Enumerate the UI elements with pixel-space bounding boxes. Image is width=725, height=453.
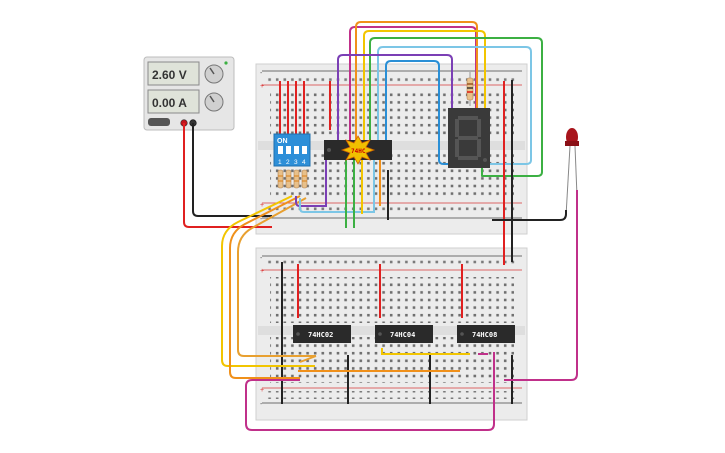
chip-74hc02[interactable]: 74HC02 <box>293 325 351 343</box>
power-rail-holes <box>266 206 518 214</box>
wire-purple-top[interactable] <box>337 54 453 145</box>
power-rail-holes <box>266 259 518 267</box>
dip-position-label: 4 <box>302 159 306 166</box>
input-wires[interactable] <box>221 145 381 379</box>
ground-jumpers[interactable] <box>281 80 522 404</box>
wire-yellow-input[interactable] <box>221 195 315 367</box>
dip-toggle-4[interactable] <box>302 146 307 154</box>
power-rail-holes <box>266 74 518 82</box>
wire-orange-input[interactable] <box>229 195 301 379</box>
display-segments <box>455 116 487 162</box>
wire-yellow-top[interactable] <box>363 30 486 145</box>
dip-position-label: 1 <box>278 159 282 166</box>
display-resistor[interactable] <box>466 72 474 106</box>
dip-toggle-2[interactable] <box>286 146 291 154</box>
breadboard-holes <box>270 337 514 383</box>
resistor[interactable] <box>277 169 284 189</box>
dip-position-label: 2 <box>286 159 290 166</box>
nor-gate-label: 74HC02 <box>308 331 333 339</box>
voltage-display <box>147 61 200 86</box>
top-chip-label: 74HC <box>351 148 366 155</box>
wire-orange-input-2[interactable] <box>237 197 316 357</box>
pulldown-resistors[interactable] <box>277 169 308 189</box>
dip-switch-label: ON <box>277 138 288 145</box>
dip-toggle-3[interactable] <box>294 146 299 154</box>
wire-magenta-top[interactable] <box>349 26 477 145</box>
wire-yellow-logic[interactable] <box>381 348 470 355</box>
power-supply[interactable]: 2.60 V 0.00 A <box>143 56 235 131</box>
resistor[interactable] <box>293 169 300 189</box>
wire-psu-positive[interactable] <box>183 123 272 228</box>
dip-switch[interactable]: ON 1 2 3 4 <box>273 133 311 167</box>
wire-psu-negative[interactable] <box>192 123 272 217</box>
decoder-chip[interactable]: 74HC <box>324 135 392 165</box>
svg-text:-: - <box>260 70 263 77</box>
svg-text:+: + <box>260 387 264 394</box>
power-switch[interactable] <box>148 118 170 126</box>
resistor[interactable] <box>301 169 308 189</box>
svg-text:+: + <box>260 268 264 275</box>
wire-led-signal[interactable] <box>504 190 578 381</box>
not-gate-label: 74HC04 <box>390 331 415 339</box>
wire-lightblue-dip[interactable] <box>299 160 375 213</box>
wire-green-top[interactable] <box>369 37 543 177</box>
dip-position-label: 3 <box>294 159 298 166</box>
current-readout: 0.00 A <box>152 96 187 110</box>
svg-text:+: + <box>260 83 264 90</box>
svg-text:-: - <box>260 216 263 223</box>
rail-jumpers-red[interactable] <box>279 81 505 318</box>
wire-orange-top[interactable] <box>355 21 478 145</box>
seven-segment-display[interactable] <box>448 108 490 168</box>
logic-wires[interactable] <box>245 348 495 431</box>
wire-blue-top[interactable] <box>385 60 452 165</box>
wire-led-ground[interactable] <box>492 210 567 221</box>
power-rail-holes <box>266 391 518 399</box>
voltage-readout: 2.60 V <box>152 68 187 82</box>
cv-indicator-icon <box>224 61 228 65</box>
wire-magenta-loop[interactable] <box>245 352 495 431</box>
led-red[interactable] <box>565 128 579 217</box>
warning-burst-icon <box>340 135 376 165</box>
chip-74hc04[interactable]: 74HC04 <box>375 325 433 343</box>
breadboard-holes <box>270 277 514 323</box>
svg-text:-: - <box>260 255 263 262</box>
wire-lightblue-top[interactable] <box>377 46 532 165</box>
and-gate-label: 74HC08 <box>472 331 497 339</box>
resistor[interactable] <box>285 169 292 189</box>
chip-74hc08[interactable]: 74HC08 <box>457 325 515 343</box>
data-wires[interactable] <box>337 21 543 177</box>
current-display <box>147 89 200 114</box>
svg-text:+: + <box>260 202 264 209</box>
dip-toggle-1[interactable] <box>278 146 283 154</box>
svg-text:-: - <box>260 401 263 408</box>
